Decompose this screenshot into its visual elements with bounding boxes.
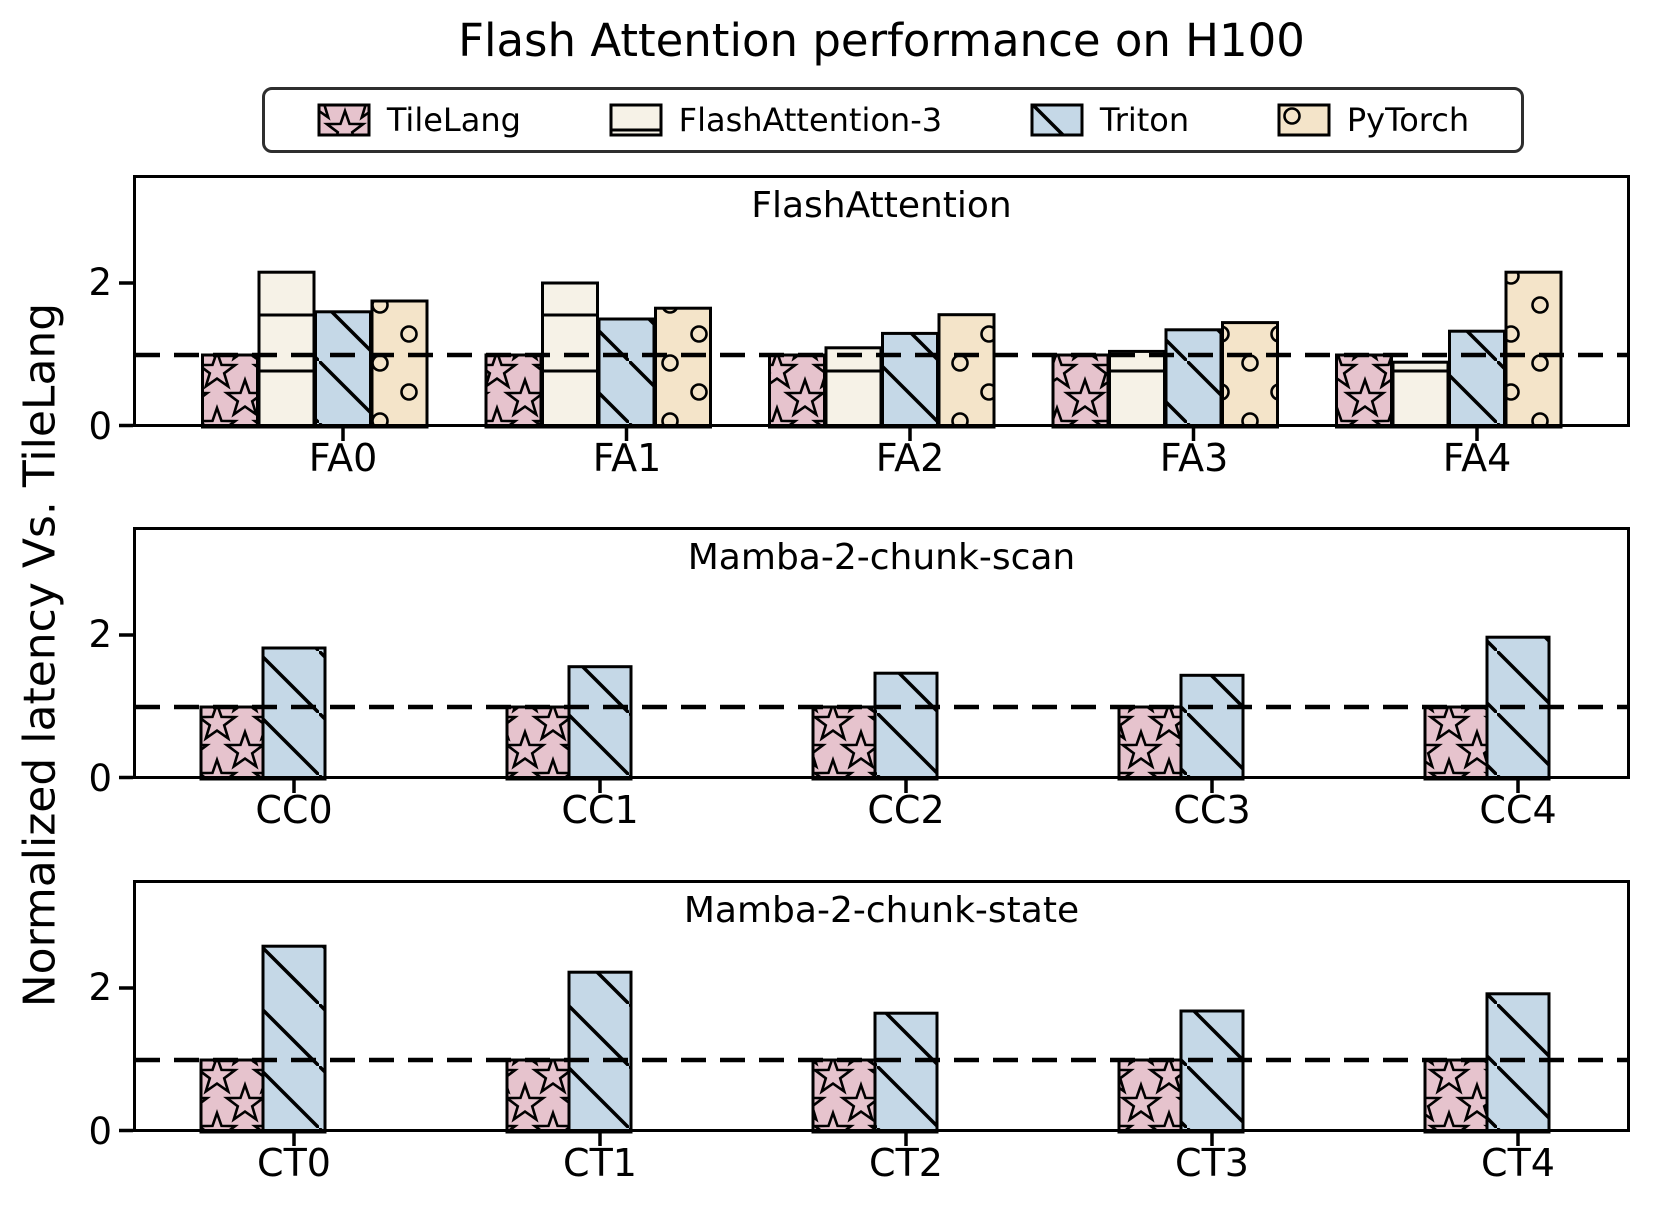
legend-item-triton: Triton	[1030, 101, 1189, 139]
tilelang-swatch-icon	[317, 102, 371, 138]
legend-label: FlashAttention-3	[678, 101, 943, 139]
bar-FlashAttention-3-FA4	[1391, 360, 1450, 429]
legend-label: Triton	[1099, 101, 1190, 139]
axes-frame	[133, 527, 1630, 779]
legend-swatch-svg	[1277, 103, 1331, 137]
bar-TileLang-FA1	[484, 353, 543, 429]
bar-Triton-FA4	[1448, 329, 1506, 429]
axes-svg	[119, 175, 1630, 441]
x-tick-label-CC0: CC0	[255, 788, 333, 832]
x-tick-label-FA4: FA4	[1442, 436, 1512, 480]
x-tick-label-FA0: FA0	[308, 436, 378, 480]
legend-swatch-svg	[317, 103, 371, 137]
legend-label: TileLang	[386, 101, 521, 139]
x-tick-label-CT1: CT1	[563, 1141, 637, 1185]
x-tick-label-CC1: CC1	[561, 788, 639, 832]
pytorch-swatch-icon	[1277, 102, 1331, 138]
bar-TileLang-CC3	[1117, 705, 1183, 781]
y-tick-label: 0	[88, 405, 112, 448]
axes-svg	[119, 527, 1630, 793]
bar-PyTorch-FA1	[654, 306, 712, 429]
x-tick-label-CC4: CC4	[1479, 788, 1557, 832]
legend-swatch-svg	[609, 103, 663, 137]
legend: TileLang FlashAttention-3 Triton PyTorch	[262, 87, 1524, 153]
axes-frame	[133, 175, 1630, 427]
bar-TileLang-FA0	[201, 353, 259, 429]
legend-item-flashattention-3: FlashAttention-3	[609, 101, 942, 139]
x-tick-label-CT0: CT0	[257, 1141, 331, 1185]
bar-Triton-CT4	[1485, 992, 1551, 1134]
bar-Triton-CT1	[567, 970, 633, 1134]
bar-TileLang-CC2	[811, 705, 877, 781]
bar-Triton-CT0	[261, 944, 327, 1134]
subplot-title: Mamba-2-chunk-state	[683, 890, 1080, 931]
bar-TileLang-CT4	[1423, 1058, 1489, 1134]
bar-Triton-CT3	[1179, 1009, 1245, 1134]
bar-PyTorch-FA3	[1221, 321, 1279, 429]
y-tick-label: 0	[88, 757, 112, 800]
bar-Triton-CC2	[873, 671, 939, 781]
legend-item-pytorch: PyTorch	[1277, 101, 1469, 139]
chart-title: Flash Attention performance on H100	[458, 14, 1305, 67]
axes-svg	[119, 880, 1630, 1146]
bar-Triton-CC1	[567, 665, 633, 781]
bar-TileLang-CC1	[505, 705, 571, 781]
y-tick-label: 0	[88, 1110, 112, 1153]
bar-TileLang-FA2	[768, 353, 826, 429]
bar-Triton-CC3	[1179, 673, 1245, 781]
x-tick-label-CT3: CT3	[1175, 1141, 1249, 1185]
bar-TileLang-CT2	[811, 1058, 877, 1134]
x-tick-label-CT4: CT4	[1481, 1141, 1555, 1185]
bar-PyTorch-FA0	[370, 299, 429, 429]
bar-PyTorch-FA4	[1504, 270, 1563, 429]
bar-FlashAttention-3-FA3	[1108, 349, 1166, 429]
bar-Triton-CT2	[873, 1011, 939, 1134]
bar-TileLang-FA4	[1335, 353, 1393, 429]
bar-FlashAttention-3-FA2	[824, 346, 883, 429]
x-tick-label-FA3: FA3	[1159, 436, 1229, 480]
bar-TileLang-CT0	[199, 1058, 265, 1134]
subplot-title: FlashAttention	[751, 185, 1012, 226]
axes-frame	[133, 880, 1630, 1132]
legend-item-tilelang: TileLang	[317, 101, 521, 139]
x-tick-label-FA2: FA2	[875, 436, 945, 480]
x-tick-label-FA1: FA1	[592, 436, 662, 480]
bar-Triton-FA1	[597, 317, 656, 429]
bar-Triton-CC0	[261, 646, 327, 781]
bar-TileLang-CC4	[1423, 705, 1489, 781]
bar-TileLang-CT1	[505, 1058, 571, 1134]
bar-FlashAttention-3-FA0	[257, 270, 316, 429]
bar-TileLang-CC0	[199, 705, 265, 781]
y-tick-label: 2	[88, 966, 112, 1009]
triton-swatch-icon	[1030, 102, 1084, 138]
bar-TileLang-CT3	[1117, 1058, 1183, 1134]
y-tick-label: 2	[88, 261, 112, 304]
bar-Triton-FA3	[1164, 328, 1223, 429]
x-tick-label-CC2: CC2	[867, 788, 945, 832]
legend-swatch-svg	[1030, 103, 1084, 137]
bar-TileLang-FA3	[1051, 353, 1110, 429]
y-tick-label: 2	[88, 613, 112, 656]
legend-label: PyTorch	[1346, 101, 1470, 139]
subplot-title: Mamba-2-chunk-scan	[687, 537, 1076, 578]
bar-Triton-FA2	[881, 331, 939, 429]
bar-Triton-FA0	[314, 310, 372, 429]
x-tick-label-CT2: CT2	[869, 1141, 943, 1185]
x-tick-label-CC3: CC3	[1173, 788, 1251, 832]
flashattention3-swatch-icon	[609, 102, 663, 138]
bar-PyTorch-FA2	[937, 313, 996, 429]
